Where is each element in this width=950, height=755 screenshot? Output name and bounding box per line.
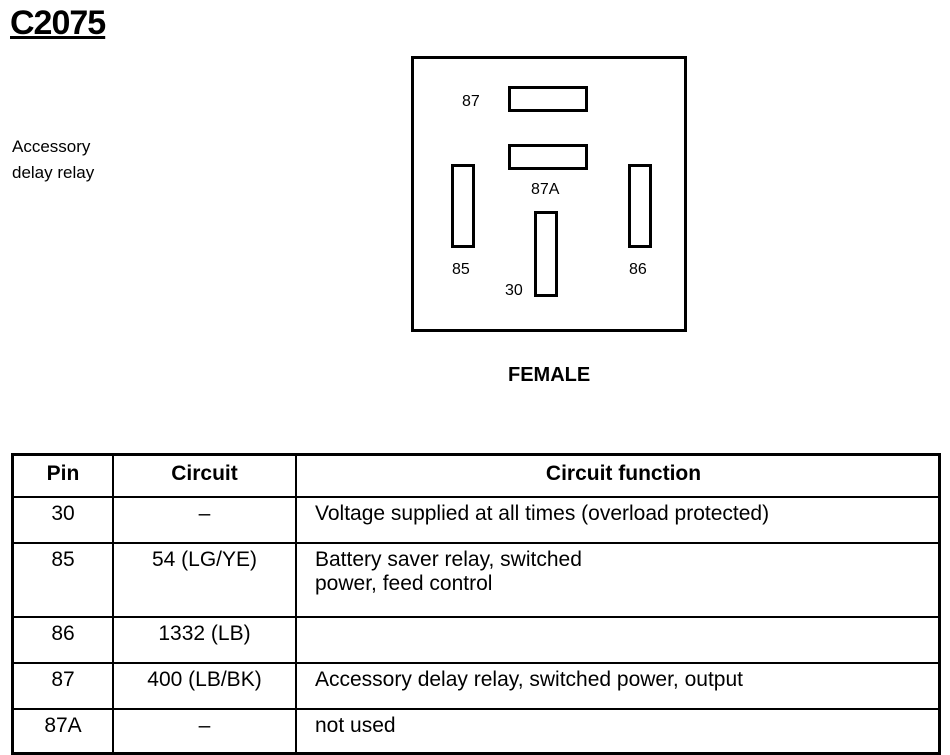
pin-87a-label: 87A <box>531 181 560 198</box>
cell-circuit: 400 (LB/BK) <box>112 662 297 710</box>
table-header-row: Pin Circuit Circuit function <box>11 453 941 498</box>
pin-30-label: 30 <box>505 282 523 299</box>
pin-function-table: Pin Circuit Circuit function 30 – Voltag… <box>11 453 941 755</box>
pin-87-terminal <box>508 86 588 112</box>
function-line: not used <box>315 714 396 737</box>
pin-86-label: 86 <box>629 261 647 278</box>
cell-function: Accessory delay relay, switched power, o… <box>295 662 941 710</box>
table-row: 87A – not used <box>11 708 941 755</box>
pin-87-label: 87 <box>462 93 480 110</box>
pin-85-terminal <box>451 164 475 248</box>
cell-pin: 30 <box>11 496 114 544</box>
cell-function: Voltage supplied at all times (overload … <box>295 496 941 544</box>
function-line: Accessory delay relay, switched power, o… <box>315 668 743 691</box>
cell-pin: 85 <box>11 542 114 618</box>
pin-30-terminal <box>534 211 558 297</box>
table-row: 87 400 (LB/BK) Accessory delay relay, sw… <box>11 662 941 710</box>
cell-circuit: – <box>112 708 297 755</box>
table-row: 86 1332 (LB) <box>11 616 941 664</box>
pin-85-label: 85 <box>452 261 470 278</box>
pin-87a-terminal <box>508 144 588 170</box>
connector-title: C2075 <box>10 4 106 42</box>
cell-circuit: – <box>112 496 297 544</box>
connector-description: Accessory delay relay <box>12 134 152 186</box>
header-circuit-function: Circuit function <box>295 453 941 498</box>
pin-86-terminal <box>628 164 652 248</box>
header-pin: Pin <box>11 453 114 498</box>
header-circuit: Circuit <box>112 453 297 498</box>
connector-face-diagram: 87 87A 85 86 30 <box>411 56 687 332</box>
description-line: Accessory <box>12 137 91 156</box>
cell-circuit: 1332 (LB) <box>112 616 297 664</box>
description-line: delay relay <box>12 163 95 182</box>
cell-function: not used <box>295 708 941 755</box>
cell-pin: 86 <box>11 616 114 664</box>
function-line: Voltage supplied at all times (overload … <box>315 502 770 525</box>
cell-pin: 87A <box>11 708 114 755</box>
table-row: 85 54 (LG/YE) Battery saver relay, switc… <box>11 542 941 618</box>
table-row: 30 – Voltage supplied at all times (over… <box>11 496 941 544</box>
cell-function <box>295 616 941 664</box>
cell-circuit: 54 (LG/YE) <box>112 542 297 618</box>
connector-gender-label: FEMALE <box>508 364 591 386</box>
cell-pin: 87 <box>11 662 114 710</box>
function-line: power, feed control <box>315 572 493 595</box>
cell-function: Battery saver relay, switched power, fee… <box>295 542 941 618</box>
function-line: Battery saver relay, switched <box>315 548 582 571</box>
